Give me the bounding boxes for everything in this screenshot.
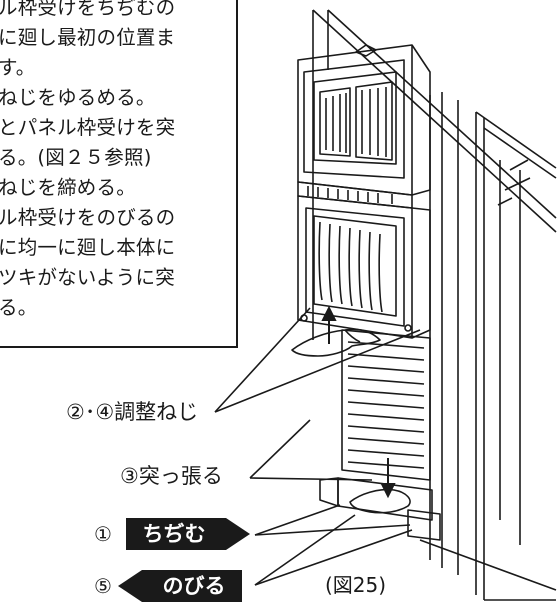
- hand-bottom: [349, 488, 411, 514]
- instruction-line: に廻し最初の位置ま: [0, 26, 176, 49]
- instruction-line: ル枠受けをのびるの: [0, 206, 176, 229]
- leader-line: [249, 419, 311, 479]
- instruction-line: ル枠受けをちぢむの: [0, 0, 176, 19]
- extension-panel-frame: [319, 329, 441, 541]
- step-1-number: ①: [94, 522, 112, 546]
- extend-label: のびる: [162, 574, 226, 598]
- leader-line: [254, 514, 356, 586]
- instruction-line: ねじをゆるめる。: [0, 86, 156, 109]
- control-panel: [297, 181, 413, 209]
- instruction-line: ツキがないように突: [0, 266, 175, 289]
- figure-caption: (図25): [325, 573, 387, 597]
- leader-line: [249, 477, 373, 481]
- step-5-number: ⑤: [94, 574, 112, 598]
- arrow-right-icon: [222, 518, 250, 550]
- instruction-line: る。(図２５参照): [0, 146, 152, 169]
- arrow-up-icon: [321, 305, 337, 321]
- prop-label: ③突っ張る: [120, 464, 223, 488]
- upper-unit: [297, 44, 431, 196]
- leader-line: [254, 529, 413, 586]
- leader-line: [214, 307, 311, 413]
- lower-unit: [297, 195, 431, 339]
- instruction-line: す。: [0, 56, 36, 79]
- hand-top: [291, 328, 381, 357]
- extend-badge: のびる: [146, 570, 242, 602]
- instruction-line: ねじを締める。: [0, 176, 136, 199]
- instruction-line: とパネル枠受けを突: [0, 116, 176, 139]
- shrink-badge: ちぢむ: [126, 518, 222, 550]
- arrow-left-icon: [118, 570, 146, 602]
- instruction-box: ル枠受けをちぢむの に廻し最初の位置ま す。 ねじをゆるめる。 とパネル枠受けを…: [0, 0, 238, 348]
- instruction-line: に均一に廻し本体に: [0, 236, 176, 259]
- arrow-down-icon: [380, 483, 396, 499]
- leader-line: [254, 504, 341, 536]
- adjust-screw-label: ②･④調整ねじ: [66, 400, 199, 424]
- leader-line: [214, 329, 421, 413]
- instruction-line: る。: [0, 296, 38, 319]
- shrink-label: ちぢむ: [142, 522, 206, 546]
